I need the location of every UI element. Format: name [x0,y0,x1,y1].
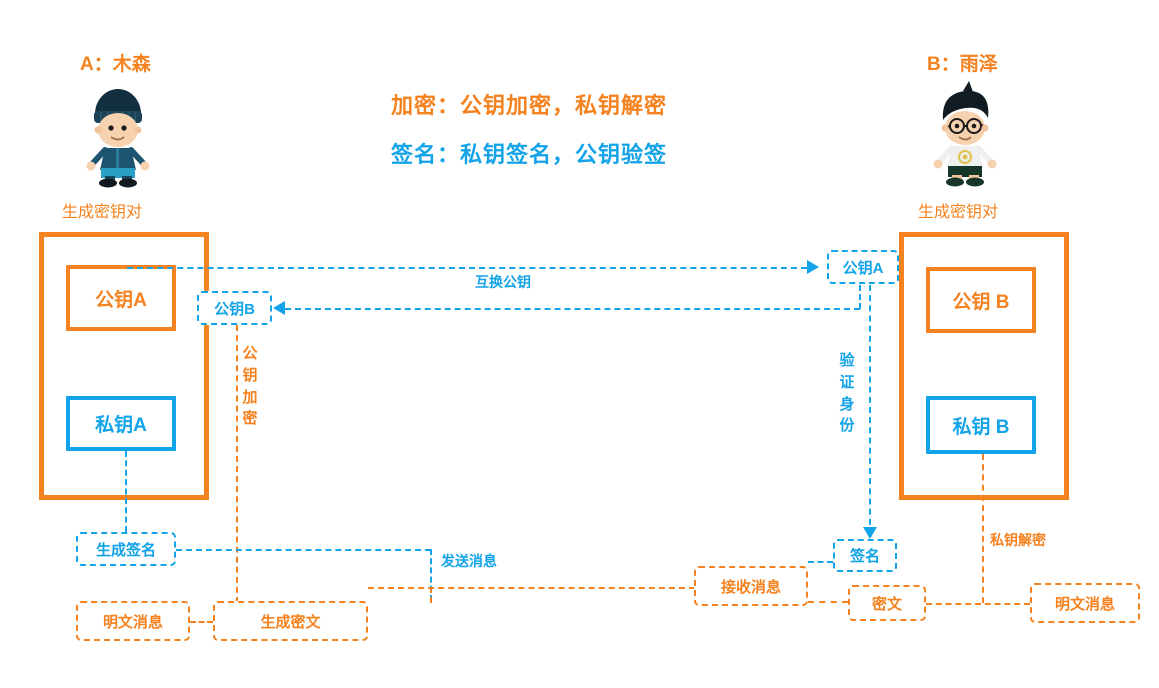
generate-signature-box[interactable]: 生成签名 [76,532,176,566]
vlabel-char-1: 公 [242,345,258,362]
boy-with-beanie-avatar [83,78,153,188]
actor-right-key-container [899,232,1069,500]
private-key-a-box[interactable]: 私钥A [66,396,176,451]
line-receive-to-ciphertext [808,601,848,603]
vlabel-char-3: 身 [839,395,855,413]
send-ciphertext-riser [430,587,432,603]
signature-box[interactable]: 签名 [833,539,897,572]
public-key-a-box[interactable]: 公钥A [66,265,176,331]
actor-right-name: B：雨泽 [927,54,998,75]
edge-label-exchange-keys: 互换公钥 [472,272,534,292]
actor-left-name: A：木森 [80,54,151,75]
send-signature-riser [430,549,432,601]
boy-with-glasses-avatar [930,78,1000,188]
receive-message-box[interactable]: 接收消息 [694,566,808,606]
exchange-line-a-to-b [127,267,807,269]
vlabel-char-3: 加 [242,388,258,406]
held-public-key-a-box[interactable]: 公钥A [827,250,899,284]
plaintext-message-left-box[interactable]: 明文消息 [76,601,190,641]
exchange-line-b-riser [859,285,861,309]
edge-label-private-key-decrypt: 私钥解密 [987,530,1049,550]
edge-label-verify-identity: 验 证 身 份 [839,350,855,437]
vlabel-char-2: 证 [839,373,855,391]
line-plaintext-to-ciphertext [190,621,213,623]
vlabel-char-4: 密 [242,410,258,428]
public-key-encrypt-line [236,325,238,603]
send-signature-line [176,549,431,551]
held-public-key-b-box[interactable]: 公钥B [197,291,272,325]
ciphertext-box[interactable]: 密文 [848,585,926,621]
private-key-b-box[interactable]: 私钥 B [926,396,1036,454]
vlabel-char-2: 钥 [242,366,258,384]
arrow-right-icon [807,260,819,274]
sign-line-privatekey-a [125,451,127,532]
private-key-decrypt-line [982,454,984,603]
legend-signature-line: 签名：私钥签名，公钥验签 [391,142,668,167]
actor-left-key-container [39,232,209,500]
arrow-left-icon [273,301,285,315]
line-receive-to-signature [808,561,833,563]
actor-left-caption: 生成密钥对 [62,204,143,221]
public-key-b-box[interactable]: 公钥 B [926,267,1036,333]
plaintext-message-right-box[interactable]: 明文消息 [1030,583,1140,623]
verify-identity-line [869,285,871,535]
arrow-down-icon [863,527,877,539]
vlabel-char-4: 份 [839,417,855,435]
edge-label-public-key-encrypt: 公 钥 加 密 [242,343,258,430]
legend-encryption-line: 加密：公钥加密，私钥解密 [391,93,668,118]
actor-right-caption: 生成密钥对 [918,204,999,221]
vlabel-char-1: 验 [839,352,855,369]
generate-ciphertext-box[interactable]: 生成密文 [213,601,368,641]
exchange-line-b-to-a [285,308,860,310]
send-ciphertext-line [368,587,695,589]
line-ciphertext-to-plaintext [926,603,1030,605]
edge-label-send-message: 发送消息 [438,551,500,571]
